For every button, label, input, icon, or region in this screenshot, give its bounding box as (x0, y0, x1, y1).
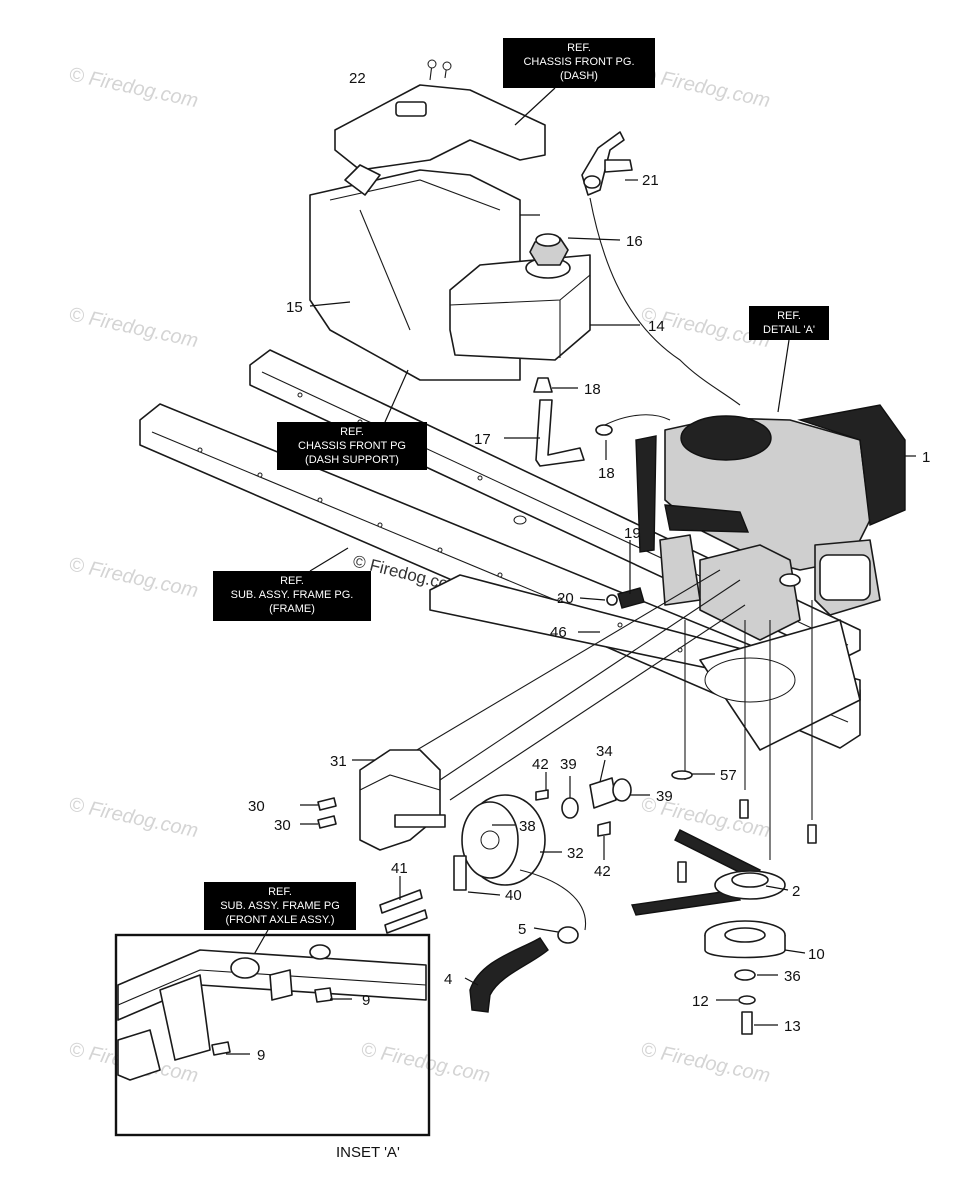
ref-box-dash: REF. CHASSIS FRONT PG. (DASH) (503, 38, 655, 88)
callout-15: 15 (286, 299, 303, 316)
watermark: © Firedog.com (359, 1038, 492, 1087)
callout-21: 21 (642, 172, 659, 189)
throttle-control (581, 131, 741, 406)
callout-19: 19 (624, 525, 641, 542)
callout-18b: 18 (598, 465, 615, 482)
callout-2: 2 (792, 883, 800, 900)
ref-line: SUB. ASSY. FRAME PG (220, 900, 340, 912)
ref-box-front-axle: REF. SUB. ASSY. FRAME PG (FRONT AXLE ASS… (204, 882, 356, 930)
ref-leader (384, 369, 409, 423)
callout-13: 13 (784, 1018, 801, 1035)
ref-line: CHASSIS FRONT PG (298, 440, 406, 452)
callout-30a: 30 (248, 798, 265, 815)
ref-leader (777, 339, 790, 413)
bolts-30 (317, 797, 337, 829)
engine (635, 404, 906, 641)
callout-20: 20 (557, 590, 574, 607)
callout-57: 57 (720, 767, 737, 784)
callout-4: 4 (444, 971, 452, 988)
callout-9b: 9 (257, 1047, 265, 1064)
callout-38: 38 (519, 818, 536, 835)
drive-shafts (399, 569, 813, 860)
watermark: © Firedog.com (67, 553, 200, 602)
ref-box-dash-support: REF. CHASSIS FRONT PG (DASH SUPPORT) (277, 422, 427, 470)
callout-31: 31 (330, 753, 347, 770)
callout-18a: 18 (584, 381, 601, 398)
callout-34: 34 (596, 743, 613, 760)
watermark: © Firedog.com (67, 63, 200, 112)
callout-5: 5 (518, 921, 526, 938)
ref-line: (DASH) (560, 70, 598, 82)
ref-line: REF. (280, 575, 304, 587)
watermark: © Firedog.com (67, 793, 200, 842)
ref-line: SUB. ASSY. FRAME PG. (231, 589, 354, 601)
electric-clutch (461, 794, 587, 931)
bracket-31 (359, 749, 446, 851)
callout-labels: 22 21 16 15 14 18 17 18 1 19 20 46 31 42… (248, 70, 930, 1064)
callout-39b: 39 (656, 788, 673, 805)
callout-30b: 30 (274, 817, 291, 834)
pulleys (631, 770, 817, 1035)
callout-42b: 42 (594, 863, 611, 880)
callout-39a: 39 (560, 756, 577, 773)
callout-22: 22 (349, 70, 366, 87)
bracket-parts (535, 777, 632, 837)
ref-leader (309, 547, 349, 572)
ref-line: CHASSIS FRONT PG. (523, 56, 634, 68)
ref-line: REF. (567, 42, 591, 54)
watermark: © Firedog.com (67, 303, 200, 352)
ref-line: REF. (268, 886, 292, 898)
ref-line: (FRONT AXLE ASSY.) (225, 914, 334, 926)
ref-box-detail-a: REF. DETAIL 'A' (749, 306, 829, 340)
fuel-hose (533, 377, 671, 467)
callout-42a: 42 (532, 756, 549, 773)
callout-12: 12 (692, 993, 709, 1010)
callout-41: 41 (391, 860, 408, 877)
fuel-tank (449, 233, 591, 361)
hose-4 (469, 926, 579, 1013)
ref-line: REF. (777, 310, 801, 322)
ref-line: (DASH SUPPORT) (305, 454, 399, 466)
callout-9a: 9 (362, 992, 370, 1009)
callout-16: 16 (626, 233, 643, 250)
callout-14: 14 (648, 318, 665, 335)
inset-a: INSET 'A' (114, 933, 431, 1161)
callout-46: 46 (550, 624, 567, 641)
ref-line: DETAIL 'A' (763, 324, 815, 336)
callout-36: 36 (784, 968, 801, 985)
ref-line: (FRAME) (269, 603, 315, 615)
callout-32: 32 (567, 845, 584, 862)
callout-40: 40 (505, 887, 522, 904)
inset-title: INSET 'A' (336, 1144, 400, 1161)
callout-leaders (226, 179, 916, 1055)
ref-box-frame: REF. SUB. ASSY. FRAME PG. (FRAME) (213, 571, 371, 621)
ref-line: REF. (340, 426, 364, 438)
callout-10: 10 (808, 946, 825, 963)
ref-leader (514, 87, 556, 126)
spacer-40 (379, 855, 467, 934)
watermark: © Firedog.com (639, 63, 772, 112)
watermark: © Firedog.com (639, 1038, 772, 1087)
fuel-fitting (606, 587, 645, 609)
callout-1: 1 (922, 449, 930, 466)
callout-17: 17 (474, 431, 491, 448)
